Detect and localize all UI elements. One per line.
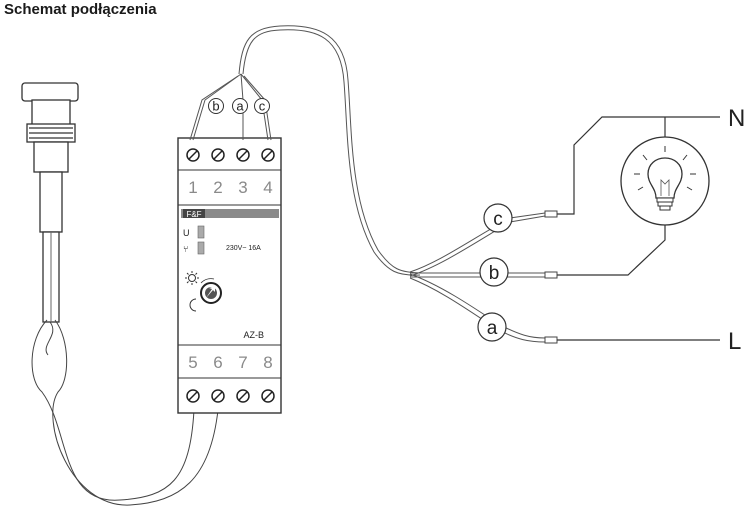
terminal-number-3: 3 [238,178,247,197]
indicator-relay-led [197,241,205,255]
indicator-u-label: U [183,228,190,238]
indicator-relay-label: ⑂ [183,244,188,254]
moon-icon [189,298,197,312]
terminal-number-5: 5 [188,353,197,372]
wire-label-b: b [489,263,500,284]
line-label: L [728,328,741,355]
screw-terminals-bottom [186,389,275,403]
terminal-number-2: 2 [213,178,222,197]
wire-label-a: a [487,318,498,339]
indicator-u-led [197,225,205,239]
top-wire-label-a: a [236,99,244,114]
terminal-number-6: 6 [213,353,222,372]
page-title: Schemat podłączenia [4,1,157,18]
connection-labels: c b a [477,203,513,342]
wire-label-c: c [493,209,503,230]
light-sensor-probe-icon [21,82,79,323]
top-wire-label-c: c [259,99,266,114]
terminal-number-8: 8 [263,353,272,372]
neutral-label: N [728,105,745,132]
model-label: AZ-B [243,330,264,340]
sun-icon [185,271,199,285]
terminal-number-7: 7 [238,353,247,372]
brand-logo: F&F [186,210,201,219]
top-wire-label-b: b [212,99,219,114]
adjustment-knob-icon[interactable] [200,278,222,304]
rating-label: 230V~ 16A [226,245,261,252]
relay-device: F&F U ⑂ 230V~ 16A AZ-B 1 2 3 4 5 6 7 [177,137,282,414]
light-bulb-icon [620,136,710,226]
screw-terminals-top [186,148,275,162]
terminal-number-4: 4 [263,178,272,197]
terminal-number-1: 1 [188,178,197,197]
top-wire-labels: b a c [208,98,270,114]
